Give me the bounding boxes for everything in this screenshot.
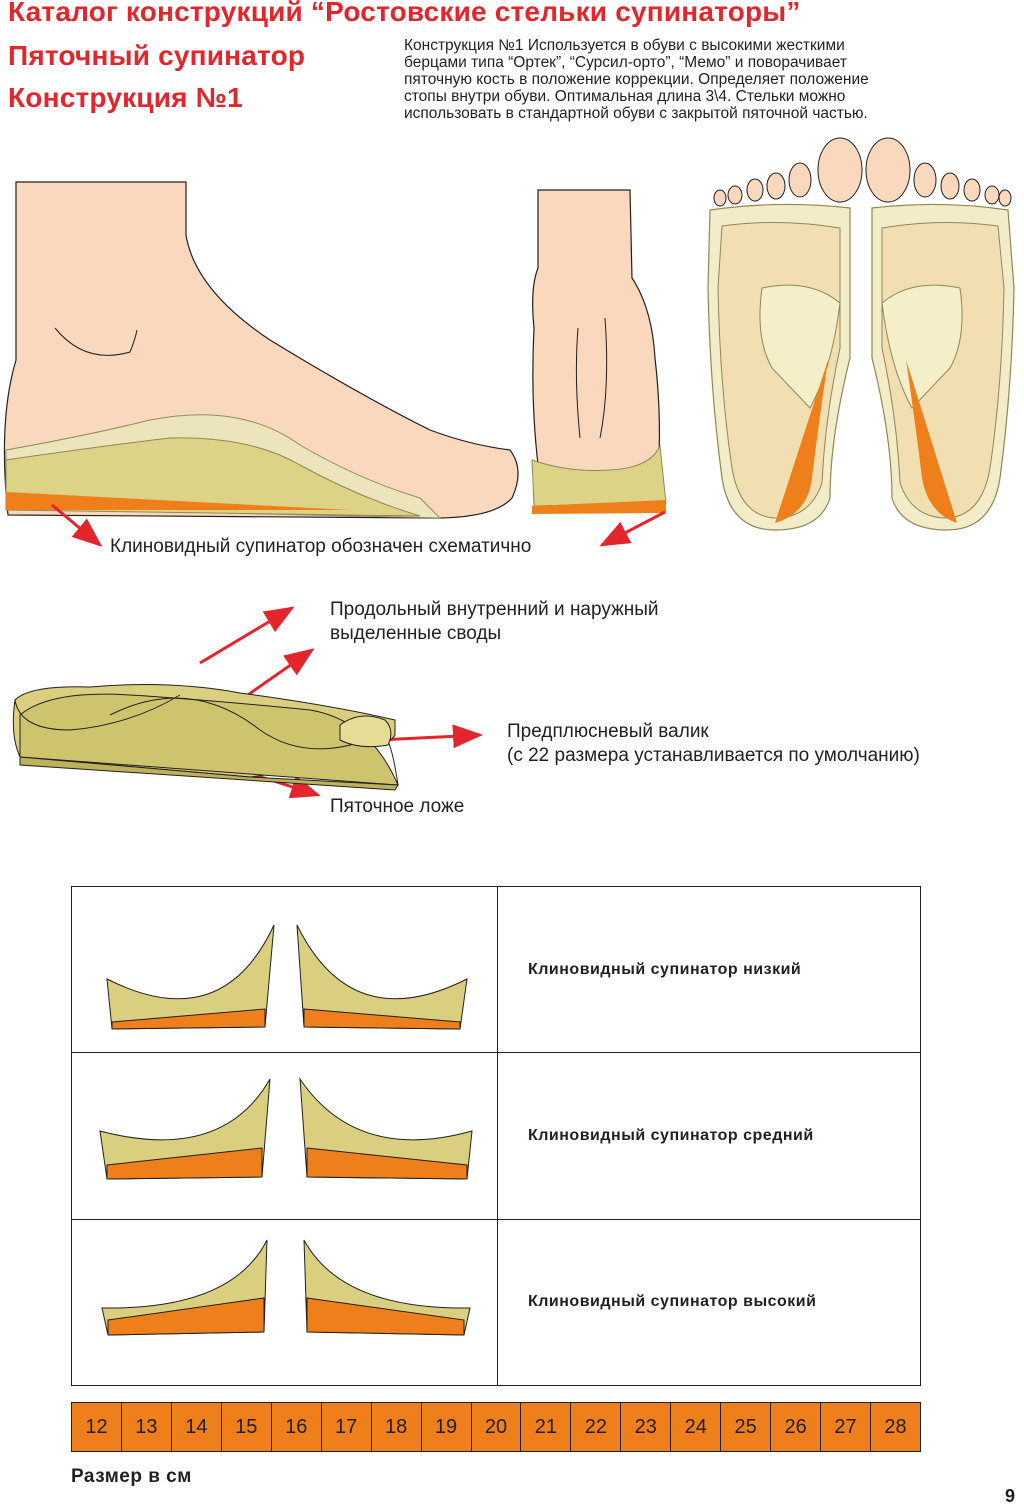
variant-row-high: Клиновидный супинатор высокий xyxy=(71,1218,921,1387)
size-caption: Размер в см xyxy=(71,1466,192,1487)
catalog-title: Каталог конструкций “Ростовские стельки … xyxy=(8,0,801,27)
wedge-high-icon xyxy=(101,1239,471,1336)
heel-bed-label: Пяточное ложе xyxy=(330,796,465,817)
variant-high-drawing xyxy=(71,1218,498,1387)
size-cell: 12 xyxy=(72,1403,122,1451)
metatarsal-roll-line: (с 22 размера устанавливается по умолчан… xyxy=(507,745,920,766)
size-scale: 12 13 14 15 16 17 18 19 20 21 22 23 24 2… xyxy=(71,1402,921,1452)
foot-side-illustration xyxy=(3,181,519,519)
foot-back-illustration xyxy=(531,189,667,514)
page-number: 9 xyxy=(1005,1486,1016,1506)
size-cell: 13 xyxy=(121,1403,172,1451)
size-cell: 21 xyxy=(521,1403,572,1451)
size-cell: 24 xyxy=(671,1403,722,1451)
size-cell: 16 xyxy=(271,1403,322,1451)
description-line: Конструкция №1 Используется в обуви с вы… xyxy=(404,37,845,54)
description: Конструкция №1 Используется в обуви с вы… xyxy=(404,37,1004,122)
size-cell: 19 xyxy=(421,1403,472,1451)
toes xyxy=(713,137,1012,207)
variant-medium-label: Клиновидный супинатор средний xyxy=(497,1052,921,1220)
description-line: пяточную кость в положение коррекции. Оп… xyxy=(404,71,869,88)
size-cell: 27 xyxy=(821,1403,871,1451)
size-cell: 18 xyxy=(371,1403,422,1451)
size-cell: 20 xyxy=(471,1403,522,1451)
variant-row-low: Клиновидный супинатор низкий xyxy=(71,885,921,1054)
metatarsal-roll-line: Предплюсневый валик xyxy=(507,721,709,742)
wedge-note-label: Клиновидный супинатор обозначен схематич… xyxy=(110,536,532,557)
size-cell: 23 xyxy=(621,1403,672,1451)
size-cell: 14 xyxy=(171,1403,222,1451)
size-cell: 25 xyxy=(721,1403,772,1451)
size-cell: 17 xyxy=(321,1403,372,1451)
wedge-variants-table: Клиновидный супинатор низкий Клиновидный… xyxy=(71,885,921,1387)
description-line: стопы внутри обуви. Оптимальная длина 3\… xyxy=(404,88,846,105)
size-cell: 28 xyxy=(871,1403,920,1451)
arches-label: Продольный внутренний и наружный выделен… xyxy=(330,598,659,646)
variant-high-label: Клиновидный супинатор высокий xyxy=(497,1218,921,1387)
description-line: берцами типа “Ортек”, “Сурсил-орто”, “Ме… xyxy=(404,54,847,71)
wedge-low-icon xyxy=(106,924,468,1030)
description-line: использовать в стандартной обуви с закры… xyxy=(404,105,868,122)
variant-row-medium: Клиновидный супинатор средний xyxy=(71,1052,921,1220)
size-cell: 15 xyxy=(221,1403,272,1451)
arches-label-line: выделенные своды xyxy=(330,623,502,644)
size-cell: 26 xyxy=(771,1403,822,1451)
subtitle: Пяточный супинатор xyxy=(8,40,306,71)
variant-low-drawing xyxy=(71,885,498,1054)
variant-medium-drawing xyxy=(71,1052,498,1220)
variant-low-label: Клиновидный супинатор низкий xyxy=(497,885,921,1054)
insole-3d-illustration xyxy=(12,684,399,791)
wedge-medium-icon xyxy=(99,1077,473,1180)
insoles-top-illustration xyxy=(707,137,1015,531)
construction-title: Конструкция №1 xyxy=(8,82,243,113)
metatarsal-roll-label: Предплюсневый валик (с 22 размера устана… xyxy=(507,720,920,768)
arches-label-line: Продольный внутренний и наружный xyxy=(330,599,659,620)
size-cell: 22 xyxy=(571,1403,622,1451)
